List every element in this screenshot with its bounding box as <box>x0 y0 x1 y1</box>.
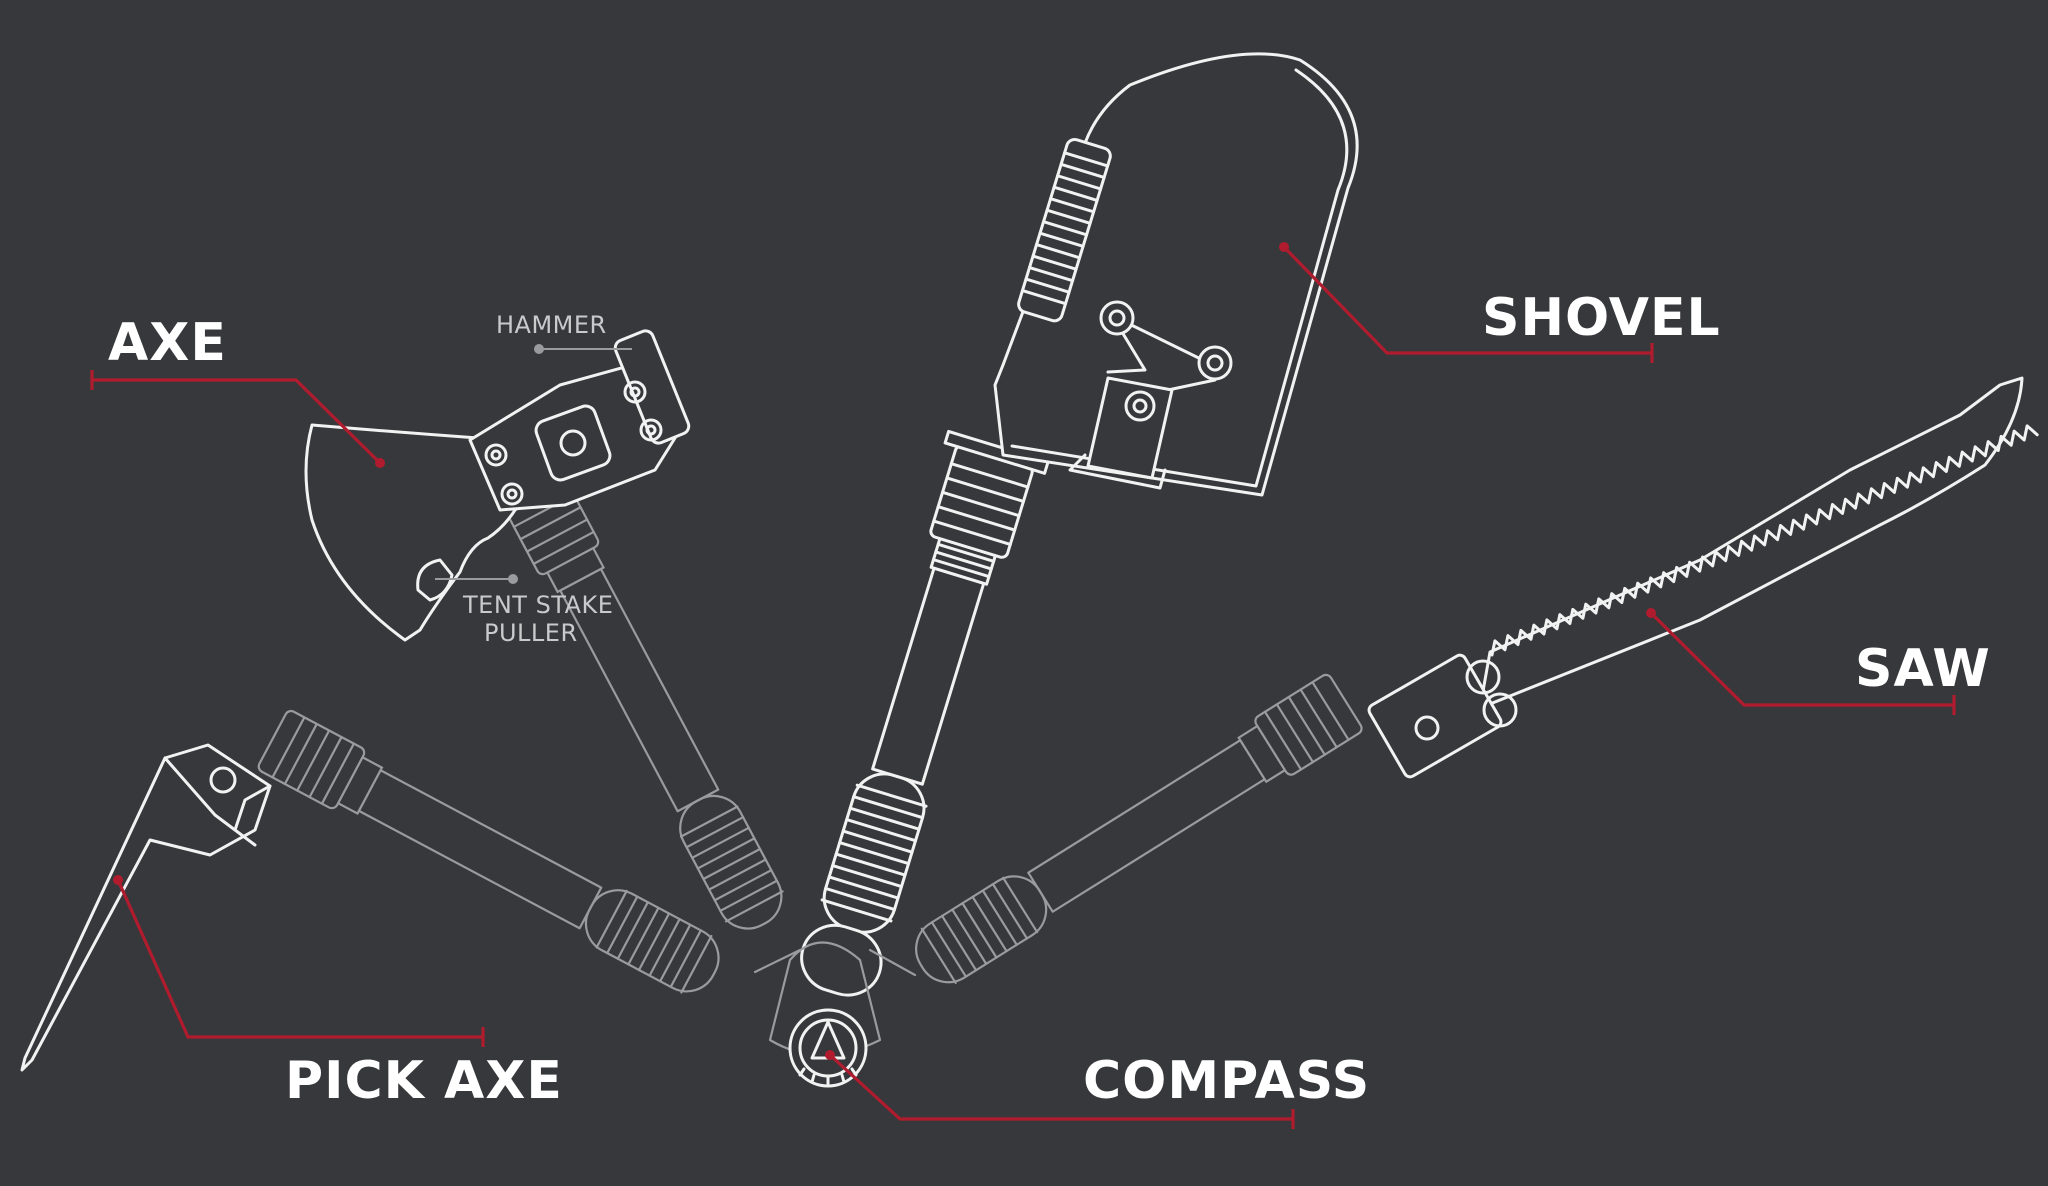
label-hammer: HAMMER <box>496 311 607 339</box>
compass-leader <box>828 1053 1293 1121</box>
leader-lines <box>90 242 1956 1129</box>
compass-hub <box>753 941 917 1088</box>
label-tent-stake-line2: PULLER <box>484 619 578 647</box>
compass-leader-dot <box>825 1050 835 1060</box>
saw-blade <box>1367 376 2039 779</box>
axe-arm <box>499 467 784 930</box>
label-saw: SAW <box>1855 639 1991 699</box>
saw-leader-dot <box>1646 608 1656 618</box>
label-axe: AXE <box>108 313 227 373</box>
shovel-leader <box>1282 245 1652 355</box>
axe-head <box>304 329 691 642</box>
hammer-leader-dot <box>534 344 544 354</box>
shovel-leader-dot <box>1279 242 1289 252</box>
saw-leader <box>1649 611 1954 707</box>
saw-arm <box>915 673 1363 985</box>
axe-leader-dot <box>375 458 385 468</box>
label-shovel: SHOVEL <box>1482 288 1721 348</box>
label-tent-stake-line1: TENT STAKE <box>462 591 613 619</box>
pick-axe-head <box>20 743 272 1072</box>
label-pick-axe: PICK AXE <box>285 1051 563 1111</box>
shovel-head <box>993 52 1359 497</box>
axe-leader <box>92 378 382 465</box>
shovel-arm <box>800 429 1050 997</box>
pick-axe-arm <box>257 709 720 994</box>
label-compass: COMPASS <box>1083 1051 1370 1111</box>
pick-axe-leader-dot <box>113 875 123 885</box>
pick-axe-leader <box>116 879 483 1039</box>
tent-stake-leader-dot <box>508 574 518 584</box>
